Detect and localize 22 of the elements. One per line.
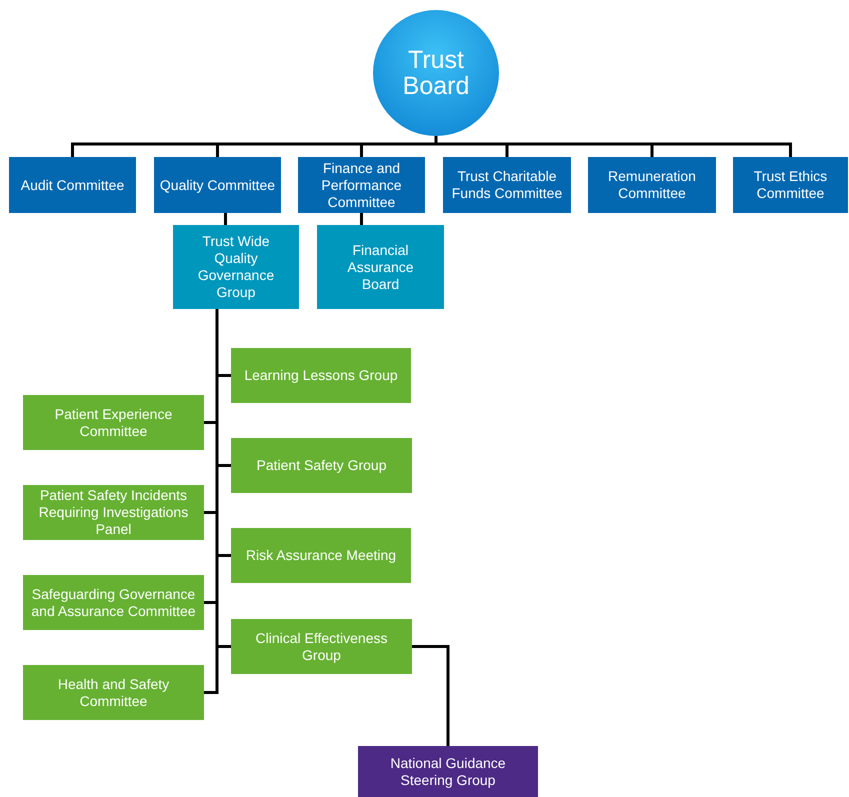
group-box: Learning Lessons Group [231, 348, 411, 403]
group-box: Safeguarding Governance and Assurance Committee [23, 575, 204, 630]
committee-box: Remuneration Committee [588, 157, 716, 213]
group-box: Health and Safety Committee [23, 665, 204, 720]
group-box: Clinical Effectiveness Group [231, 619, 412, 674]
connector-line [412, 645, 450, 746]
group-box: Trust Wide Quality Governance Group [173, 225, 299, 309]
committee-box: Finance and Performance Committee [298, 157, 425, 213]
group-box: Risk Assurance Meeting [231, 528, 411, 583]
group-box: Patient Experience Committee [23, 395, 204, 450]
group-box: Financial Assurance Board [317, 225, 444, 309]
committee-box: Quality Committee [154, 157, 281, 213]
connector-line [360, 213, 363, 225]
group-box: National Guidance Steering Group [358, 746, 538, 797]
committee-box: Trust Charitable Funds Committee [443, 157, 571, 213]
committee-box: Trust Ethics Committee [733, 157, 848, 213]
group-box: Patient Safety Group [231, 438, 412, 493]
connector-line [434, 136, 792, 157]
connector-line [204, 309, 218, 694]
connector-line [224, 213, 227, 225]
group-box: Patient Safety Incidents Requiring Investigations Panel [23, 485, 204, 540]
committee-box: Audit Committee [9, 157, 136, 213]
